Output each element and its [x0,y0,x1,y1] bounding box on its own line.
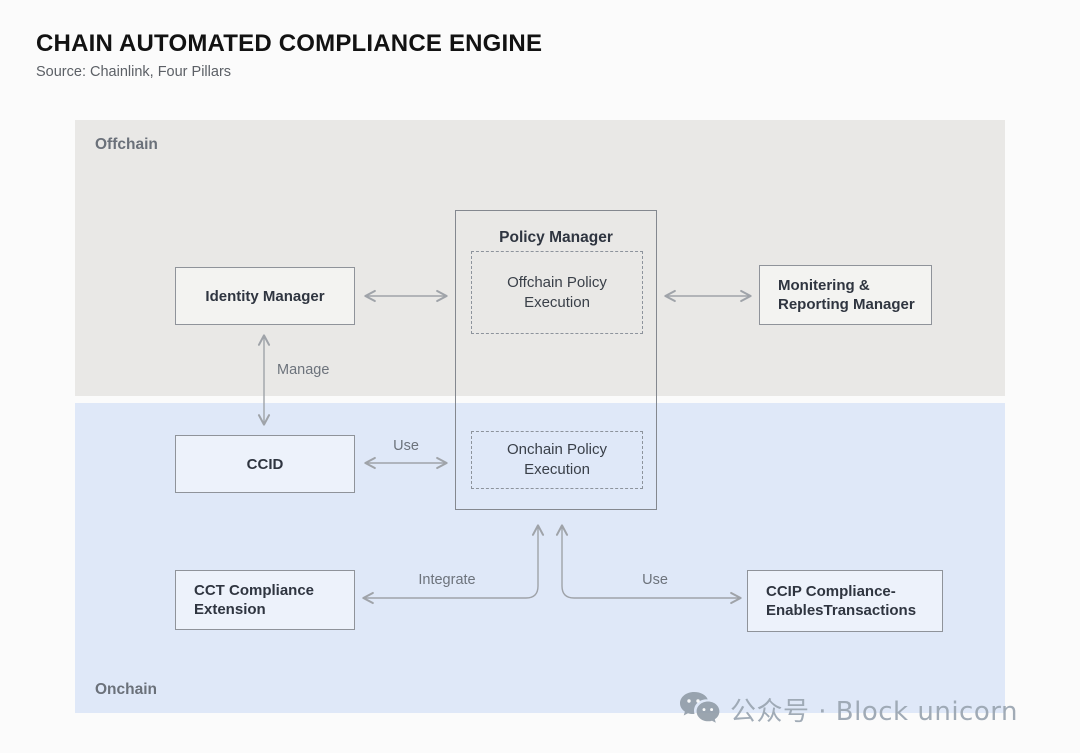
node-ccid: CCID [175,435,355,493]
node-ccid-label: CCID [246,455,284,473]
edge-label-integrate: Integrate [418,572,476,588]
region-offchain-label: Offchain [95,136,158,153]
node-offchain-policy-execution-label: Offchain Policy Execution [507,273,607,311]
node-cct-compliance-extension-label: CCT Compliance Extension [194,582,315,618]
region-onchain-label: Onchain [95,681,158,698]
node-cct-compliance-extension: CCT Compliance Extension [175,570,355,630]
source-caption: Source: Chainlink, Four Pillars [36,64,232,80]
edge-label-manage: Manage [277,362,330,378]
node-ccip-compliance-enables-transactions: CCIP Compliance- EnablesTransactions [747,570,943,632]
page-title: CHAIN AUTOMATED COMPLIANCE ENGINE [36,30,543,57]
node-monitoring-reporting-manager-label: Monitering & Reporting Manager [778,277,915,313]
node-onchain-policy-execution-label: Onchain Policy Execution [506,441,608,478]
region-offchain: Offchain [75,120,1005,396]
node-monitoring-reporting-manager: Monitering & Reporting Manager [759,265,932,325]
node-ccip-compliance-enables-transactions-label: CCIP Compliance- EnablesTransactions [766,583,917,619]
node-identity-manager-label: Identity Manager [205,287,325,305]
wechat-icon [680,692,720,723]
node-policy-manager-label: Policy Manager [499,229,613,246]
node-identity-manager: Identity Manager [175,267,355,325]
edge-label-use-ccip: Use [642,572,668,588]
edge-label-use-ccid: Use [393,438,419,454]
node-policy-manager: Policy Manager Offchain Policy Execution… [455,210,657,510]
watermark: 公众号 · Block unicorn [678,690,1018,728]
watermark-text: 公众号 · Block unicorn [730,696,1018,727]
node-onchain-policy-execution: Onchain Policy Execution [471,431,643,489]
node-offchain-policy-execution: Offchain Policy Execution [471,251,643,334]
